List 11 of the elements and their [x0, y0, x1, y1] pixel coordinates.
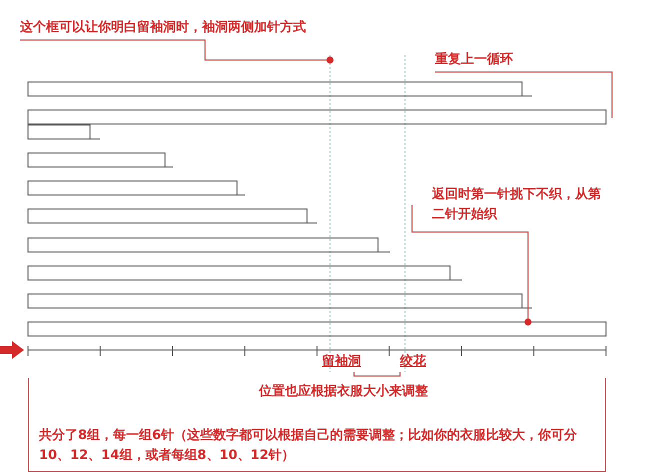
note-text: 共分了8组，每一组6针（这些数字都可以根据自己的需要调整；比如你的衣服比较大，你可分10、12、14组，或者每组8、10、12针） — [39, 426, 578, 465]
callout-text: 绞花 — [400, 352, 450, 372]
callout-text: 返回时第一针挑下不织，从第二针开始织 — [432, 185, 612, 225]
leader-line — [20, 40, 334, 64]
callout-text: 这个框可以让你明白留袖洞时，袖洞两侧加针方式 — [20, 18, 340, 38]
callout-text: 重复上一循环 — [435, 50, 555, 70]
leader-line — [412, 204, 532, 326]
note-box — [28, 378, 606, 472]
callout-text: 留袖洞 — [322, 352, 382, 372]
leader-line — [434, 72, 612, 118]
note-text: 位置也应根据衣服大小来调整 — [259, 382, 429, 401]
